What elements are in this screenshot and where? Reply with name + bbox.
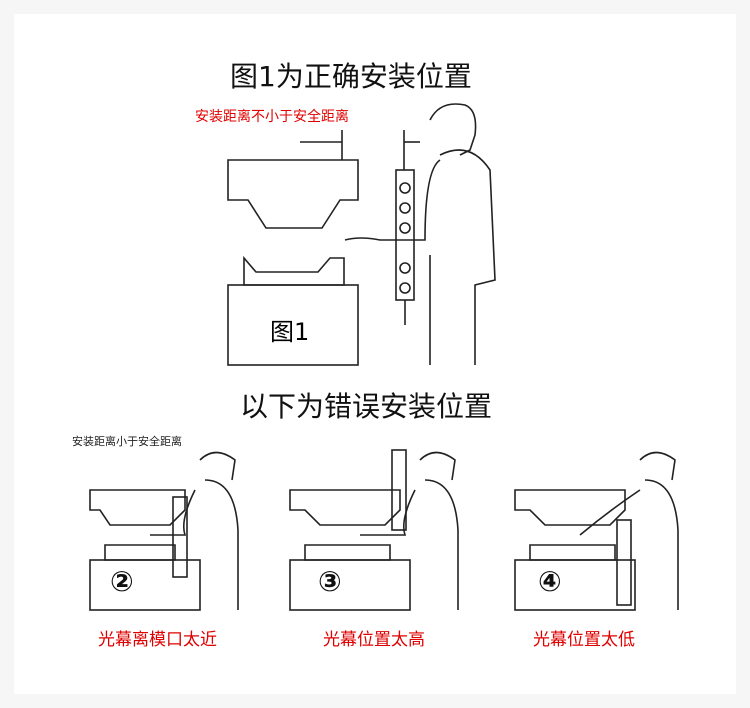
main-title: 图1为正确安装位置 (230, 60, 472, 93)
main-light-curtain (395, 169, 415, 325)
case-2-caption: 光幕离模口太近 (98, 630, 217, 650)
wrong-title: 以下为错误安装位置 (240, 390, 493, 423)
main-press (227, 130, 420, 366)
case-4-figure (514, 451, 679, 611)
safe-distance-note: 安装距离不小于安全距离 (195, 109, 349, 125)
case-2-figure (89, 451, 239, 611)
case-3-figure (289, 449, 459, 611)
case-3-caption: 光幕位置太高 (323, 630, 425, 650)
main-operator (344, 103, 496, 365)
case-2-number: ② (110, 565, 134, 598)
diagram-panel (14, 14, 736, 694)
figure-label: 图1 (270, 318, 310, 346)
case-3-number: ③ (318, 565, 342, 598)
short-distance-note: 安装距离小于安全距离 (72, 435, 182, 448)
case-4-caption: 光幕位置太低 (533, 630, 635, 650)
case-4-number: ④ (538, 565, 562, 598)
